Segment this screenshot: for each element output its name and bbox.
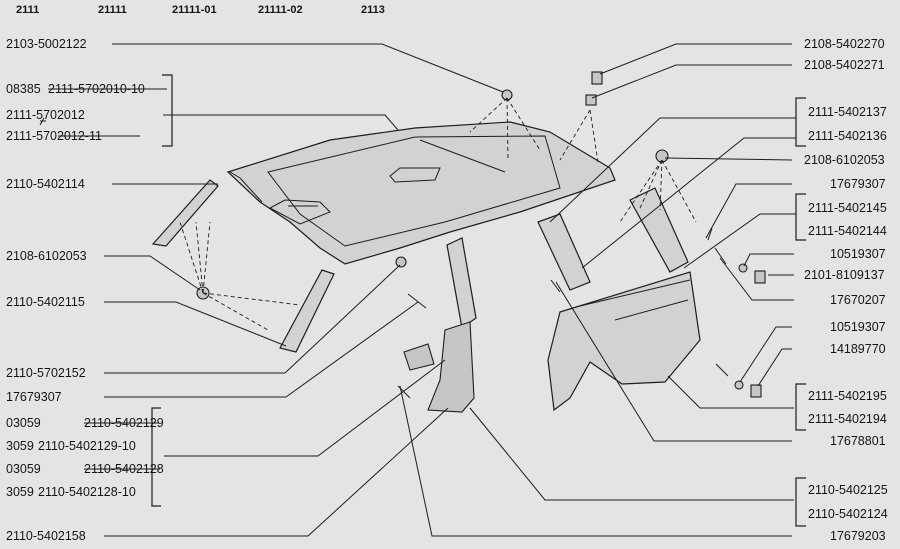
d-pillar-trim: [629, 187, 689, 273]
label-2101-8109137: 2101-8109137: [804, 268, 885, 282]
label-14189770: 14189770: [830, 342, 886, 356]
label-08385: 08385: [6, 82, 41, 96]
handle-cover: [403, 343, 435, 371]
model-21111-02: 21111-02: [258, 4, 303, 16]
label-brackets: [151, 74, 806, 527]
label-2111-5702012-11: 2111-5702012-11: [6, 129, 102, 143]
b-pillar-upper: [446, 237, 477, 330]
label-3059-a: 3059: [6, 439, 34, 453]
assembly-lines: [179, 97, 697, 331]
c-pillar-trim: [537, 213, 591, 291]
label-2110-5402129: 2110-5402129: [84, 416, 164, 430]
label-2111-5702012: 2111-5702012: [6, 108, 85, 122]
model-2113: 2113: [361, 4, 385, 16]
label-2108-6102053-right: 2108-6102053: [804, 153, 885, 167]
fasteners: [196, 71, 766, 399]
label-2111-5402145: 2111-5402145: [808, 201, 887, 215]
label-2110-5402125: 2110-5402125: [808, 483, 888, 497]
label-2110-5402124: 2110-5402124: [808, 507, 888, 521]
label-03059-b: 03059: [6, 462, 41, 476]
model-21111-01: 21111-01: [172, 4, 217, 16]
label-2110-5402129-10: 2110-5402129-10: [38, 439, 136, 453]
label-2110-5702152: 2110-5702152: [6, 366, 86, 380]
label-2108-5402271: 2108-5402271: [804, 58, 885, 72]
label-17670207: 17670207: [830, 293, 886, 307]
b-pillar-lower: [427, 321, 475, 413]
label-2110-5402114: 2110-5402114: [6, 177, 85, 191]
label-10519307-a: 10519307: [830, 247, 886, 261]
b-pillar-trim-left: [279, 269, 335, 353]
label-03059-a: 03059: [6, 416, 41, 430]
model-21111: 21111: [98, 4, 127, 16]
left-labels: 2103-5002122 08385 2111-5702010-10 2111-…: [6, 37, 164, 543]
label-2111-5402195: 2111-5402195: [808, 389, 887, 403]
label-2111-5402136: 2111-5402136: [808, 129, 887, 143]
label-2111-5402137: 2111-5402137: [808, 105, 887, 119]
label-10519307-b: 10519307: [830, 320, 886, 334]
label-17679307-right: 17679307: [830, 177, 886, 191]
label-17679203: 17679203: [830, 529, 886, 543]
model-2111: 2111: [16, 4, 39, 16]
headliner: [226, 121, 616, 265]
right-labels: 2108-5402270 2108-5402271 2111-5402137 2…: [804, 37, 888, 543]
label-2110-5402128-10: 2110-5402128-10: [38, 485, 136, 499]
label-2103-5002122: 2103-5002122: [6, 37, 87, 51]
a-pillar-trim-left: [151, 179, 219, 247]
label-2111-5402194: 2111-5402194: [808, 412, 887, 426]
label-2110-5402128: 2110-5402128: [84, 462, 164, 476]
label-2111-5702010-10: 2111-5702010-10: [48, 82, 145, 96]
label-2111-5402144: 2111-5402144: [808, 224, 887, 238]
label-2110-5402158: 2110-5402158: [6, 529, 86, 543]
label-2108-6102053-left: 2108-6102053: [6, 249, 87, 263]
label-2110-5402115: 2110-5402115: [6, 295, 85, 309]
wheel-arch-trim: [547, 271, 701, 412]
label-17678801: 17678801: [830, 434, 886, 448]
leader-lines: [104, 43, 796, 537]
label-17679307-left: 17679307: [6, 390, 62, 404]
strike-marks: [39, 88, 167, 470]
model-header: 2111 21111 21111-01 21111-02 2113: [16, 4, 385, 16]
label-3059-b: 3059: [6, 485, 34, 499]
label-2108-5402270: 2108-5402270: [804, 37, 885, 51]
